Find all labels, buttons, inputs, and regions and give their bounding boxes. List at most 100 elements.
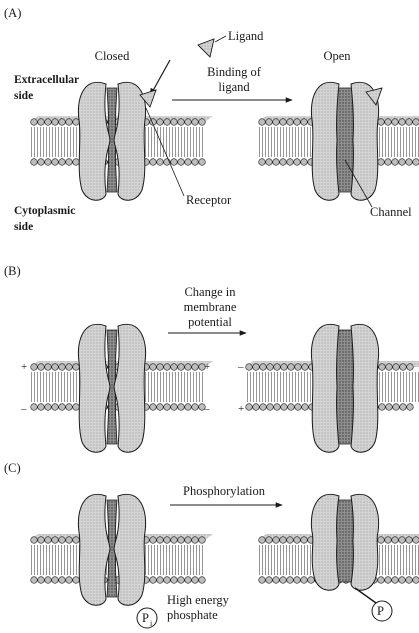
lipid-head-inner [171, 404, 178, 411]
lipid-head-outer [52, 119, 59, 126]
binding-arrow-label-line2: ligand [218, 80, 250, 94]
lipid-head-outer [295, 364, 302, 371]
lipid-head-inner [164, 404, 171, 411]
channel-subunit-left [311, 494, 339, 590]
free-phosphate-p: P [142, 611, 149, 625]
lipid-head-outer [392, 119, 399, 126]
lipid-head-outer [45, 119, 52, 126]
lipid-head-inner [406, 577, 413, 584]
lipid-head-outer [178, 537, 185, 544]
cytoplasmic-label-line1: Cytoplasmic [14, 205, 75, 217]
lipid-head-inner [59, 404, 66, 411]
lipid-head-inner [38, 577, 45, 584]
lipid-head-inner [52, 159, 59, 166]
lipid-head-outer [259, 537, 266, 544]
bound-phosphate-p: P [377, 604, 384, 618]
lipid-head-inner [31, 404, 38, 411]
lipid-head-inner [246, 404, 253, 411]
lipid-head-inner [393, 404, 400, 411]
channel-subunit-right [351, 494, 379, 590]
channel-pore [336, 500, 354, 582]
lipid-head-outer [273, 119, 280, 126]
lipid-head-outer [52, 537, 59, 544]
lipid-head-inner [38, 404, 45, 411]
lipid-head-outer [287, 119, 294, 126]
lipid-head-outer [31, 119, 38, 126]
lipid-head-inner [301, 159, 308, 166]
lipid-head-outer [185, 364, 192, 371]
lipid-head-outer [301, 537, 308, 544]
lipid-head-outer [66, 364, 73, 371]
lipid-head-inner [266, 577, 273, 584]
lipid-head-outer [73, 537, 80, 544]
lipid-head-outer [178, 364, 185, 371]
lipid-head-inner [386, 404, 393, 411]
lipid-head-inner [157, 577, 164, 584]
lipid-head-outer [45, 364, 52, 371]
lipid-head-outer [281, 364, 288, 371]
open-outer-minus: – [237, 361, 244, 373]
lipid-head-inner [399, 577, 406, 584]
lipid-head-inner [178, 577, 185, 584]
phosphorylation-label: Phosphorylation [183, 484, 266, 498]
lipid-head-outer [45, 537, 52, 544]
lipid-head-inner [157, 159, 164, 166]
lipid-head-inner [294, 577, 301, 584]
channel-layer [78, 82, 378, 605]
lipid-head-inner [52, 577, 59, 584]
lipid-head-outer [192, 364, 199, 371]
channel-label: Channel [370, 205, 412, 219]
lipid-head-inner [45, 404, 52, 411]
lipid-head-outer [400, 364, 407, 371]
lipid-head-inner [199, 577, 206, 584]
lipid-head-inner [66, 404, 73, 411]
lipid-head-outer [73, 364, 80, 371]
lipid-head-outer [379, 364, 386, 371]
channel-subunit-left [78, 324, 110, 452]
extracellular-label-line2: side [14, 90, 33, 102]
lipid-head-outer [407, 364, 414, 371]
channel-subunit-right [351, 324, 379, 452]
lipid-head-inner [406, 159, 413, 166]
lipid-head-outer [406, 537, 413, 544]
ligand-label: Ligand [228, 29, 264, 43]
lipid-head-inner [308, 577, 315, 584]
lipid-head-outer [66, 537, 73, 544]
channel-subunit-right [114, 324, 146, 452]
lipid-head-outer [59, 537, 66, 544]
panel-b-label: (B) [4, 264, 21, 278]
lipid-head-outer [378, 119, 385, 126]
lipid-head-outer [301, 119, 308, 126]
voltage-arrow-label-line1: Change in [184, 285, 236, 299]
lipid-head-inner [45, 577, 52, 584]
lipid-head-outer [406, 119, 413, 126]
channel-subunit-right [114, 494, 146, 605]
channel-subunit-left [311, 82, 339, 200]
lipid-head-inner [273, 159, 280, 166]
lipid-head-inner [150, 159, 157, 166]
lipid-head-inner [66, 577, 73, 584]
lipid-head-outer [392, 537, 399, 544]
lipid-head-outer [185, 119, 192, 126]
lipid-head-inner [185, 159, 192, 166]
closed-label: Closed [95, 49, 130, 63]
lipid-head-inner [164, 577, 171, 584]
channel-a-closed [78, 82, 145, 200]
lipid-head-inner [199, 159, 206, 166]
channel-b-open [311, 324, 378, 452]
lipid-head-inner [171, 159, 178, 166]
closed-outer-plus-right: + [204, 361, 210, 373]
lipid-head-outer [273, 537, 280, 544]
lipid-head-inner [150, 404, 157, 411]
lipid-head-outer [52, 364, 59, 371]
lipid-head-outer [171, 537, 178, 544]
lipid-head-inner [273, 577, 280, 584]
lipid-head-outer [185, 537, 192, 544]
lipid-head-outer [150, 364, 157, 371]
lipid-head-outer [31, 364, 38, 371]
open-inner-plus: + [238, 403, 244, 415]
lipid-head-outer [157, 119, 164, 126]
lipid-head-outer [287, 537, 294, 544]
lipid-head-inner [407, 404, 414, 411]
